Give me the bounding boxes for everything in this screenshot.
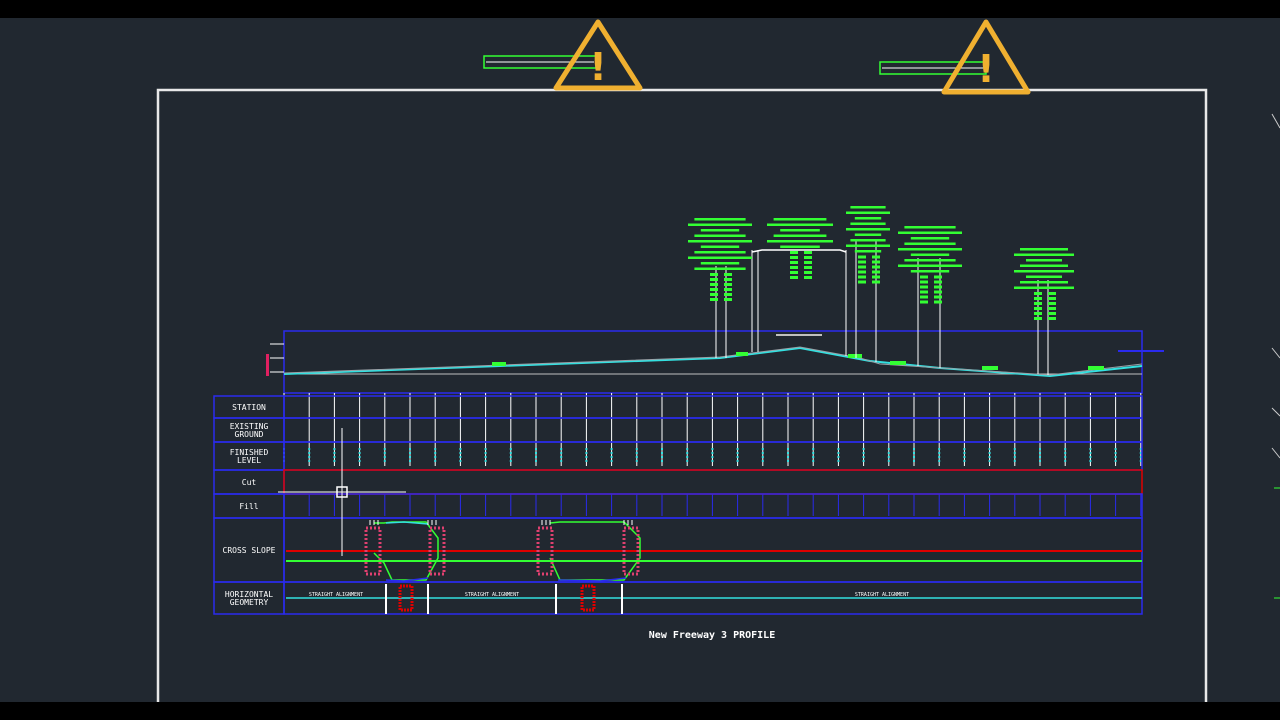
vertical-curve-note (688, 218, 752, 301)
vertical-curve-annotations (688, 206, 1074, 375)
row-label-horizontal-geometry: HORIZONTAL (225, 590, 273, 599)
cursor-crosshair-icon (278, 428, 406, 556)
warning-group-1[interactable]: ! (483, 19, 643, 91)
profile-drawing: ! ! (156, 19, 1280, 702)
warning-group-2[interactable]: ! (879, 19, 1031, 95)
collapsed-toolbar-1[interactable] (483, 55, 597, 69)
svg-text:!: ! (977, 47, 994, 91)
row-label-fill: Fill (239, 502, 258, 511)
row-label-finished-level: LEVEL (237, 456, 261, 465)
collapsed-toolbar-2[interactable] (879, 61, 987, 75)
profile-markers (492, 334, 1164, 370)
design-profile-line[interactable] (283, 346, 1143, 378)
cross-slope-diagram (286, 520, 1142, 582)
model-space-viewport[interactable]: ! ! (0, 18, 1280, 702)
row-label-cut: Cut (242, 478, 257, 487)
vertical-curve-note (898, 226, 962, 304)
profile-area (283, 330, 1143, 394)
sheet-frame (156, 88, 1208, 702)
svg-text:!: ! (589, 45, 606, 89)
vertical-curve-note (1014, 248, 1074, 320)
row-label-station: STATION (232, 403, 266, 412)
band-row (283, 493, 1143, 519)
row-label-existing-ground: GROUND (235, 430, 264, 439)
horizontal-geometry-diagram: STRAIGHT ALIGNMENT STRAIGHT ALIGNMENT ST… (286, 584, 1142, 614)
warning-icon[interactable]: ! (553, 19, 643, 91)
vertical-curve-note (767, 218, 833, 279)
offscreen-geometry (1271, 113, 1280, 599)
band-row (283, 395, 1143, 419)
station-grid (283, 393, 1142, 516)
warning-icon[interactable]: ! (941, 19, 1031, 95)
band-row (283, 417, 1143, 443)
band-row (283, 469, 1143, 495)
curve-bracket (751, 249, 847, 253)
row-label-existing-ground: EXISTING (230, 422, 269, 431)
drawing-title: New Freeway 3 PROFILE (649, 630, 775, 641)
horizontal-geometry-label-3: STRAIGHT ALIGNMENT (855, 592, 909, 598)
horizontal-geometry-label-2: STRAIGHT ALIGNMENT (465, 592, 519, 598)
horizontal-geometry-label-1: STRAIGHT ALIGNMENT (309, 592, 363, 598)
vertical-curve-note (846, 206, 890, 284)
existing-ground-line[interactable] (283, 346, 1143, 376)
row-label-finished-level: FINISHED (230, 448, 269, 457)
row-label-cross-slope: CROSS SLOPE (223, 546, 276, 555)
elevation-scale (266, 343, 284, 397)
row-label-horizontal-geometry: GEOMETRY (230, 598, 269, 607)
